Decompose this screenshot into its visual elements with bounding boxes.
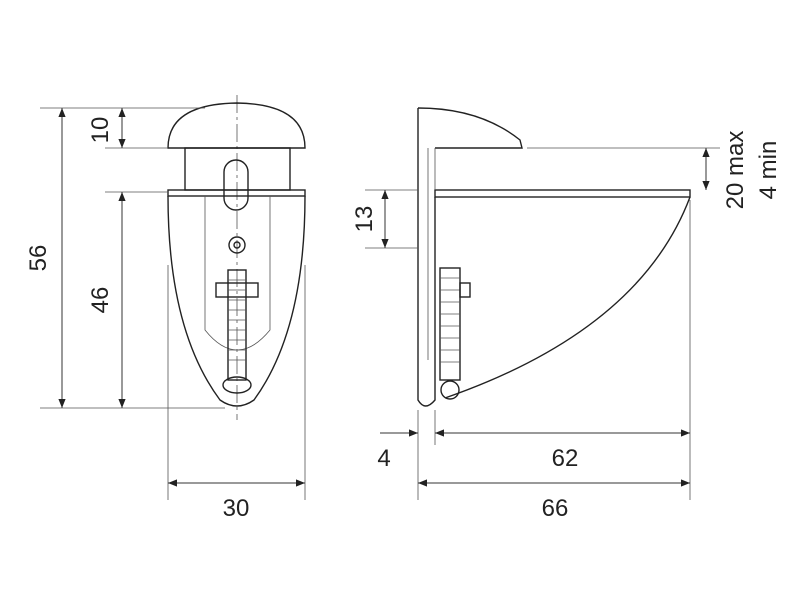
dim-62: 62 [552, 445, 579, 472]
clamp-neck [184, 147, 291, 191]
dim-4-min: 4 min [755, 141, 782, 200]
bowl-curve [444, 196, 691, 399]
dim-66: 66 [542, 495, 569, 522]
dim-4: 4 [377, 445, 390, 472]
cap-side [417, 107, 523, 149]
dim-20-max: 20 max [722, 131, 749, 210]
body [167, 195, 306, 407]
cap [167, 102, 306, 149]
dim-13: 13 [351, 206, 378, 233]
side-view: 13 20 max 4 min 4 62 66 [351, 107, 782, 522]
dim-56: 56 [25, 245, 52, 272]
front-view: 56 10 46 30 [25, 95, 306, 522]
dim-30: 30 [223, 495, 250, 522]
slot [223, 159, 249, 211]
back-plate [417, 108, 436, 407]
shelf-line [167, 189, 306, 197]
dim-10: 10 [87, 117, 114, 144]
hole [228, 236, 246, 254]
screw-side [439, 267, 461, 381]
dim-46: 46 [87, 287, 114, 314]
shelf-line-side [434, 189, 691, 198]
nut [215, 282, 259, 298]
screw [227, 269, 247, 381]
